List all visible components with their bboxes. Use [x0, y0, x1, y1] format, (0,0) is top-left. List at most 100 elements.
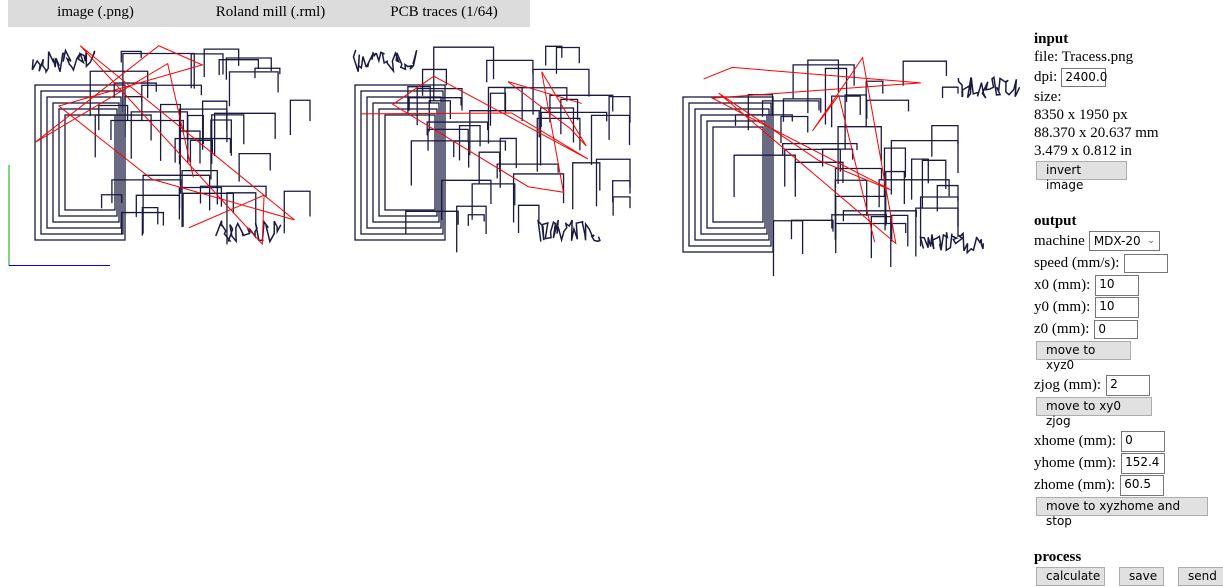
- trace-path: [218, 59, 260, 76]
- move-to-xyzhome-button[interactable]: move to xyzhome and stop: [1036, 497, 1208, 528]
- label-trace: [215, 219, 282, 244]
- x0-label: x0 (mm):: [1034, 277, 1091, 293]
- speed-label: speed (mm/s):: [1034, 255, 1120, 271]
- move-path: [361, 71, 589, 193]
- trace-path: [34, 84, 126, 241]
- trace-path: [289, 99, 311, 136]
- trace-path: [238, 153, 271, 182]
- trace-path: [835, 195, 886, 254]
- move-to-xyz0-button[interactable]: move to xyz0: [1036, 341, 1131, 372]
- trace-path: [941, 86, 959, 98]
- trace-path: [831, 95, 861, 128]
- trace-path: [545, 45, 563, 66]
- trace-path: [111, 179, 182, 204]
- trace-path: [94, 114, 152, 158]
- trace-path: [540, 111, 608, 128]
- trace-path: [489, 92, 507, 126]
- trace-path: [612, 180, 631, 203]
- tab-image[interactable]: image (.png): [57, 4, 134, 20]
- trace-path: [883, 147, 907, 198]
- trace-path: [608, 95, 631, 140]
- trace-path: [427, 128, 469, 151]
- file-label: file:: [1034, 49, 1059, 65]
- speed-input[interactable]: [1124, 253, 1169, 273]
- tab-roland-mill[interactable]: Roland mill (.rml): [215, 4, 326, 20]
- trace-path: [110, 119, 184, 140]
- zhome-input[interactable]: 60.5: [1120, 474, 1165, 496]
- trace-path: [226, 192, 257, 245]
- machine-select[interactable]: MDX-20⌄: [1088, 231, 1160, 251]
- save-button[interactable]: save: [1119, 567, 1164, 586]
- trace-path: [433, 46, 495, 101]
- trace-path: [834, 167, 883, 188]
- xhome-input[interactable]: 0: [1121, 430, 1166, 452]
- trace-path: [792, 64, 855, 100]
- move-path: [34, 45, 295, 246]
- trace-path: [870, 216, 893, 259]
- file-name: Tracess.png: [1061, 49, 1134, 65]
- trace-path: [211, 114, 245, 164]
- trace-path: [712, 126, 764, 223]
- trace-path: [821, 148, 854, 167]
- z0-input[interactable]: 0: [1094, 319, 1139, 339]
- trace-path: [89, 70, 149, 117]
- invert-image-button[interactable]: invert image: [1036, 161, 1127, 192]
- trace-path: [124, 96, 143, 137]
- size-px: 8350 x 1950 px: [1034, 107, 1128, 123]
- trace-path: [902, 60, 948, 86]
- trace-path: [120, 50, 142, 63]
- trace-path: [824, 67, 848, 125]
- size-mm: 88.370 x 20.637 mm: [1034, 125, 1159, 141]
- toolpaths: [31, 45, 1020, 277]
- trace-path: [141, 84, 203, 102]
- z0-label: z0 (mm):: [1034, 321, 1090, 337]
- zhome-label: zhome (mm):: [1034, 477, 1116, 493]
- dpi-input[interactable]: 2400.0: [1061, 67, 1107, 87]
- trace-path: [612, 196, 631, 216]
- trace-path: [890, 139, 959, 195]
- yhome-input[interactable]: 152.4: [1121, 452, 1166, 474]
- send-button[interactable]: send: [1178, 567, 1223, 586]
- trace-path: [421, 68, 448, 96]
- toolpath-canvas[interactable]: [0, 30, 1020, 280]
- trace-path: [782, 98, 822, 122]
- trace-path: [790, 219, 834, 240]
- trace-path: [210, 119, 232, 180]
- trace-path: [694, 108, 770, 241]
- trace-path: [517, 204, 540, 233]
- trace-path: [426, 121, 489, 136]
- trace-path: [190, 53, 224, 89]
- trace-path: [458, 124, 481, 161]
- trace-path: [378, 108, 438, 217]
- zjog-label: zjog (mm):: [1034, 377, 1102, 393]
- trace-path: [555, 46, 580, 74]
- trace-path: [837, 126, 882, 184]
- trace-path: [761, 100, 820, 117]
- trace-path: [844, 94, 867, 149]
- trace-path: [142, 174, 211, 234]
- trace-path: [936, 184, 959, 212]
- tab-pcb-traces[interactable]: PCB traces (1/64): [390, 4, 498, 20]
- trace-path: [471, 183, 516, 220]
- move-to-xy0-zjog-button[interactable]: move to xy0 zjog: [1036, 397, 1152, 428]
- trace-path: [178, 108, 228, 165]
- trace-path: [366, 96, 442, 229]
- trace-path: [915, 207, 959, 257]
- yhome-label: yhome (mm):: [1034, 455, 1117, 471]
- x0-input[interactable]: 10: [1095, 274, 1140, 296]
- machine-label: machine: [1034, 233, 1085, 249]
- trace-path: [408, 97, 462, 111]
- trace-path: [181, 169, 218, 228]
- trace-path: [58, 108, 118, 217]
- y0-input[interactable]: 10: [1095, 296, 1140, 318]
- logo-trace: [352, 49, 418, 74]
- trace-path: [496, 163, 559, 179]
- logo-trace: [31, 48, 96, 75]
- output-heading: output: [1034, 213, 1077, 229]
- trace-path: [98, 104, 129, 131]
- trace-path: [782, 142, 858, 155]
- trace-path: [780, 115, 809, 144]
- zjog-input[interactable]: 2: [1106, 374, 1151, 396]
- calculate-button[interactable]: calculate: [1036, 567, 1105, 586]
- trace-path: [467, 214, 485, 226]
